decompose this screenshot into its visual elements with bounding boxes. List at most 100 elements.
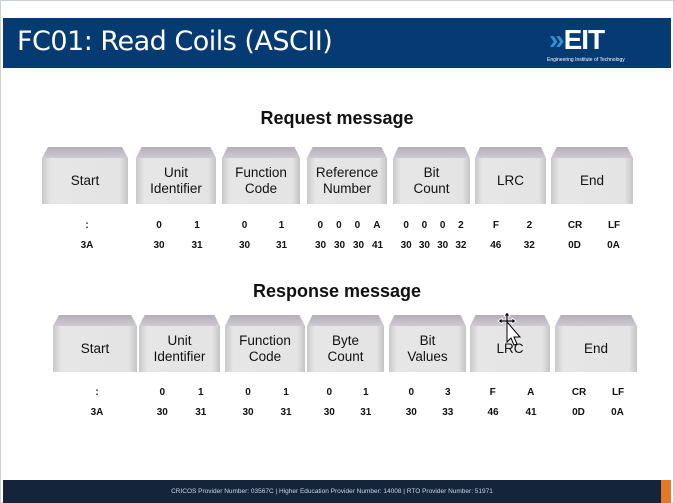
- response-title: Response message: [252, 281, 422, 301]
- hex-value: 30: [323, 407, 335, 418]
- box-top: [307, 147, 387, 158]
- ascii-char: 1: [194, 220, 200, 231]
- field-box: Unit Identifier: [139, 315, 220, 372]
- hex-value: 30: [418, 240, 430, 251]
- field-label: Unit Identifier: [136, 158, 216, 204]
- ascii-char: 0: [241, 220, 248, 231]
- ascii-char: CR: [571, 387, 587, 398]
- ascii-char: CR: [567, 220, 583, 231]
- ascii-char: 0: [326, 387, 333, 398]
- field-label: Unit Identifier: [139, 326, 220, 372]
- ascii-char: 1: [283, 387, 289, 398]
- field-label: Function Code: [225, 326, 305, 372]
- ascii-char: 0: [403, 220, 409, 231]
- field-box: Function Code: [225, 315, 305, 372]
- ascii-char: 2: [526, 220, 533, 231]
- field-box: Function Code: [222, 147, 300, 204]
- ascii-char: LF: [611, 387, 625, 398]
- footer-accent: [661, 480, 671, 503]
- box-top: [136, 147, 216, 158]
- ascii-char: :: [85, 220, 89, 231]
- field-box: Start: [53, 315, 137, 372]
- hex-value: 41: [371, 240, 384, 251]
- hex-value: 0A: [611, 407, 624, 418]
- logo-text: EIT: [563, 24, 606, 55]
- box-top: [551, 147, 633, 158]
- hex-values-row: 30 31: [140, 240, 216, 251]
- hex-value: 30: [153, 240, 165, 251]
- hex-value: 31: [191, 240, 203, 251]
- ascii-char: 0: [245, 387, 251, 398]
- hex-value: 31: [280, 407, 292, 418]
- box-top: [393, 147, 470, 158]
- footer: CRICOS Provider Number: 03567C | Higher …: [3, 480, 661, 503]
- move-cursor-icon: [497, 311, 522, 346]
- hex-values-row: 3A: [46, 240, 128, 251]
- ascii-char: 0: [156, 220, 162, 231]
- hex-value: 30: [314, 240, 327, 251]
- hex-value: 30: [352, 240, 365, 251]
- ascii-char: F: [489, 387, 496, 398]
- field-box: End: [551, 147, 633, 204]
- box-top: [139, 315, 220, 326]
- hex-values-row: 30 31: [311, 407, 384, 418]
- box-top: [42, 147, 128, 158]
- hex-value: 31: [360, 407, 372, 418]
- ascii-char: 1: [362, 387, 369, 398]
- box-top: [389, 315, 466, 326]
- box-top: [307, 315, 384, 326]
- ascii-char: 1: [278, 220, 285, 231]
- field-box: Bit Values: [389, 315, 466, 372]
- hex-value: 32: [455, 240, 467, 251]
- eit-logo: »EIT Engineering Institute of Technology: [547, 24, 649, 64]
- field-label: Bit Values: [389, 326, 466, 372]
- ascii-chars-row: :: [57, 387, 137, 398]
- request-title: Request message: [260, 108, 414, 128]
- field-box: Reference Number: [307, 147, 387, 204]
- box-top: [222, 147, 300, 158]
- ascii-char: 0: [317, 220, 324, 231]
- ascii-char: 3: [444, 387, 451, 398]
- hex-value: 30: [242, 407, 254, 418]
- field-label: Function Code: [222, 158, 300, 204]
- hex-value: 30: [400, 240, 412, 251]
- hex-value: 41: [525, 407, 537, 418]
- field-label: Start: [42, 158, 128, 204]
- hex-value: 30: [437, 240, 449, 251]
- field-label: End: [551, 158, 633, 204]
- ascii-chars-row: CR LF: [559, 387, 637, 398]
- box-top: [225, 315, 305, 326]
- chevron-logo-icon: »: [549, 24, 565, 55]
- field-label: Bit Count: [393, 158, 470, 204]
- box-top: [555, 315, 637, 326]
- hex-value: 0A: [607, 240, 620, 251]
- slide-title: FC01: Read Coils (ASCII): [17, 26, 333, 57]
- ascii-char: A: [373, 220, 381, 231]
- field-box: Bit Count: [393, 147, 470, 204]
- box-top: [53, 315, 137, 326]
- field-label: End: [555, 326, 637, 372]
- hex-value: 3A: [90, 407, 104, 418]
- field-label: Start: [53, 326, 137, 372]
- hex-value: 30: [405, 407, 417, 418]
- slide-header: FC01: Read Coils (ASCII) »EIT Engineerin…: [3, 18, 671, 68]
- logo-subtitle: Engineering Institute of Technology: [547, 57, 625, 63]
- ascii-char: 0: [354, 220, 361, 231]
- hex-value: 30: [333, 240, 346, 251]
- field-box: Byte Count: [307, 315, 384, 372]
- field-box: End: [555, 315, 637, 372]
- hex-value: 33: [442, 407, 454, 418]
